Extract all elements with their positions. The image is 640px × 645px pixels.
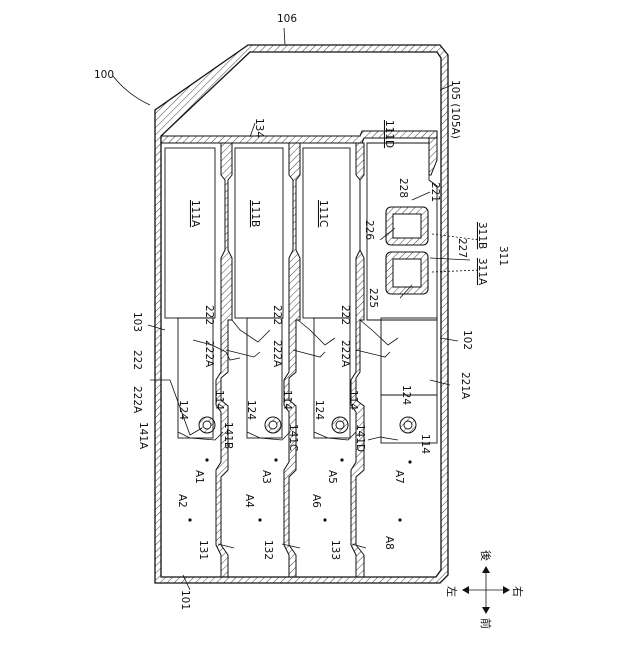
label-222A-d: 222A xyxy=(339,340,351,368)
label-311A: 311A xyxy=(476,258,488,286)
compass-right: 右 xyxy=(511,586,525,597)
label-124-c: 124 xyxy=(313,400,325,420)
label-A5: A5 xyxy=(326,470,338,484)
label-131: 131 xyxy=(197,540,209,560)
label-A8: A8 xyxy=(383,536,395,550)
label-111C: 111C xyxy=(317,200,329,227)
label-A4: A4 xyxy=(243,494,255,508)
label-226: 226 xyxy=(363,220,375,240)
label-A3: A3 xyxy=(260,470,272,484)
label-227: 227 xyxy=(456,238,468,258)
orientation-compass: 後 前 左 右 xyxy=(445,550,525,629)
label-105: 105 (105A) xyxy=(449,80,461,139)
label-111A: 111A xyxy=(189,200,201,228)
label-114-a: 114 xyxy=(213,390,225,410)
ports-226-227 xyxy=(386,207,428,294)
label-103: 103 xyxy=(131,312,143,332)
label-102: 102 xyxy=(461,330,473,350)
label-106: 106 xyxy=(277,13,297,25)
label-311: 311 xyxy=(497,246,509,266)
label-114-d: 114 xyxy=(419,434,431,454)
label-141D: 141D xyxy=(354,424,366,452)
label-101: 101 xyxy=(179,590,191,610)
divider-wall-3 xyxy=(351,143,364,577)
label-222A-a: 222A xyxy=(131,386,143,414)
label-221A: 221A xyxy=(459,372,471,400)
label-132: 132 xyxy=(262,540,274,560)
label-222-b: 222 xyxy=(203,305,215,325)
label-111B: 111B xyxy=(249,200,261,227)
label-141C: 141C xyxy=(287,424,299,451)
compass-left: 左 xyxy=(445,586,458,597)
label-A6: A6 xyxy=(310,494,322,508)
label-133: 133 xyxy=(329,540,341,560)
label-221: 221 xyxy=(429,182,441,202)
label-222A-b: 222A xyxy=(203,340,215,368)
label-225: 225 xyxy=(367,288,379,308)
label-222A-c: 222A xyxy=(271,340,283,368)
divider-wall-2 xyxy=(284,143,300,577)
compass-front: 前 xyxy=(479,618,493,629)
side-wall-111D xyxy=(429,138,437,175)
label-111D: 111D xyxy=(383,120,395,148)
label-228: 228 xyxy=(397,178,409,198)
label-124-a: 124 xyxy=(177,400,189,420)
label-124-d: 124 xyxy=(400,385,412,405)
label-141A: 141A xyxy=(137,422,149,450)
label-134: 134 xyxy=(253,118,265,138)
label-A7: A7 xyxy=(393,470,405,484)
label-114-c: 114 xyxy=(347,390,359,410)
label-114-b: 114 xyxy=(281,390,293,410)
label-141B: 141B xyxy=(222,422,234,449)
label-A2: A2 xyxy=(176,494,188,508)
label-222-d: 222 xyxy=(339,305,351,325)
label-222-c: 222 xyxy=(271,305,283,325)
label-222-a: 222 xyxy=(131,350,143,370)
label-124-b: 124 xyxy=(245,400,257,420)
outer-wall xyxy=(155,45,448,583)
label-A1: A1 xyxy=(193,470,205,484)
label-100: 100 xyxy=(94,69,114,81)
label-311B: 311B xyxy=(476,222,488,249)
compass-rear: 後 xyxy=(479,550,493,561)
